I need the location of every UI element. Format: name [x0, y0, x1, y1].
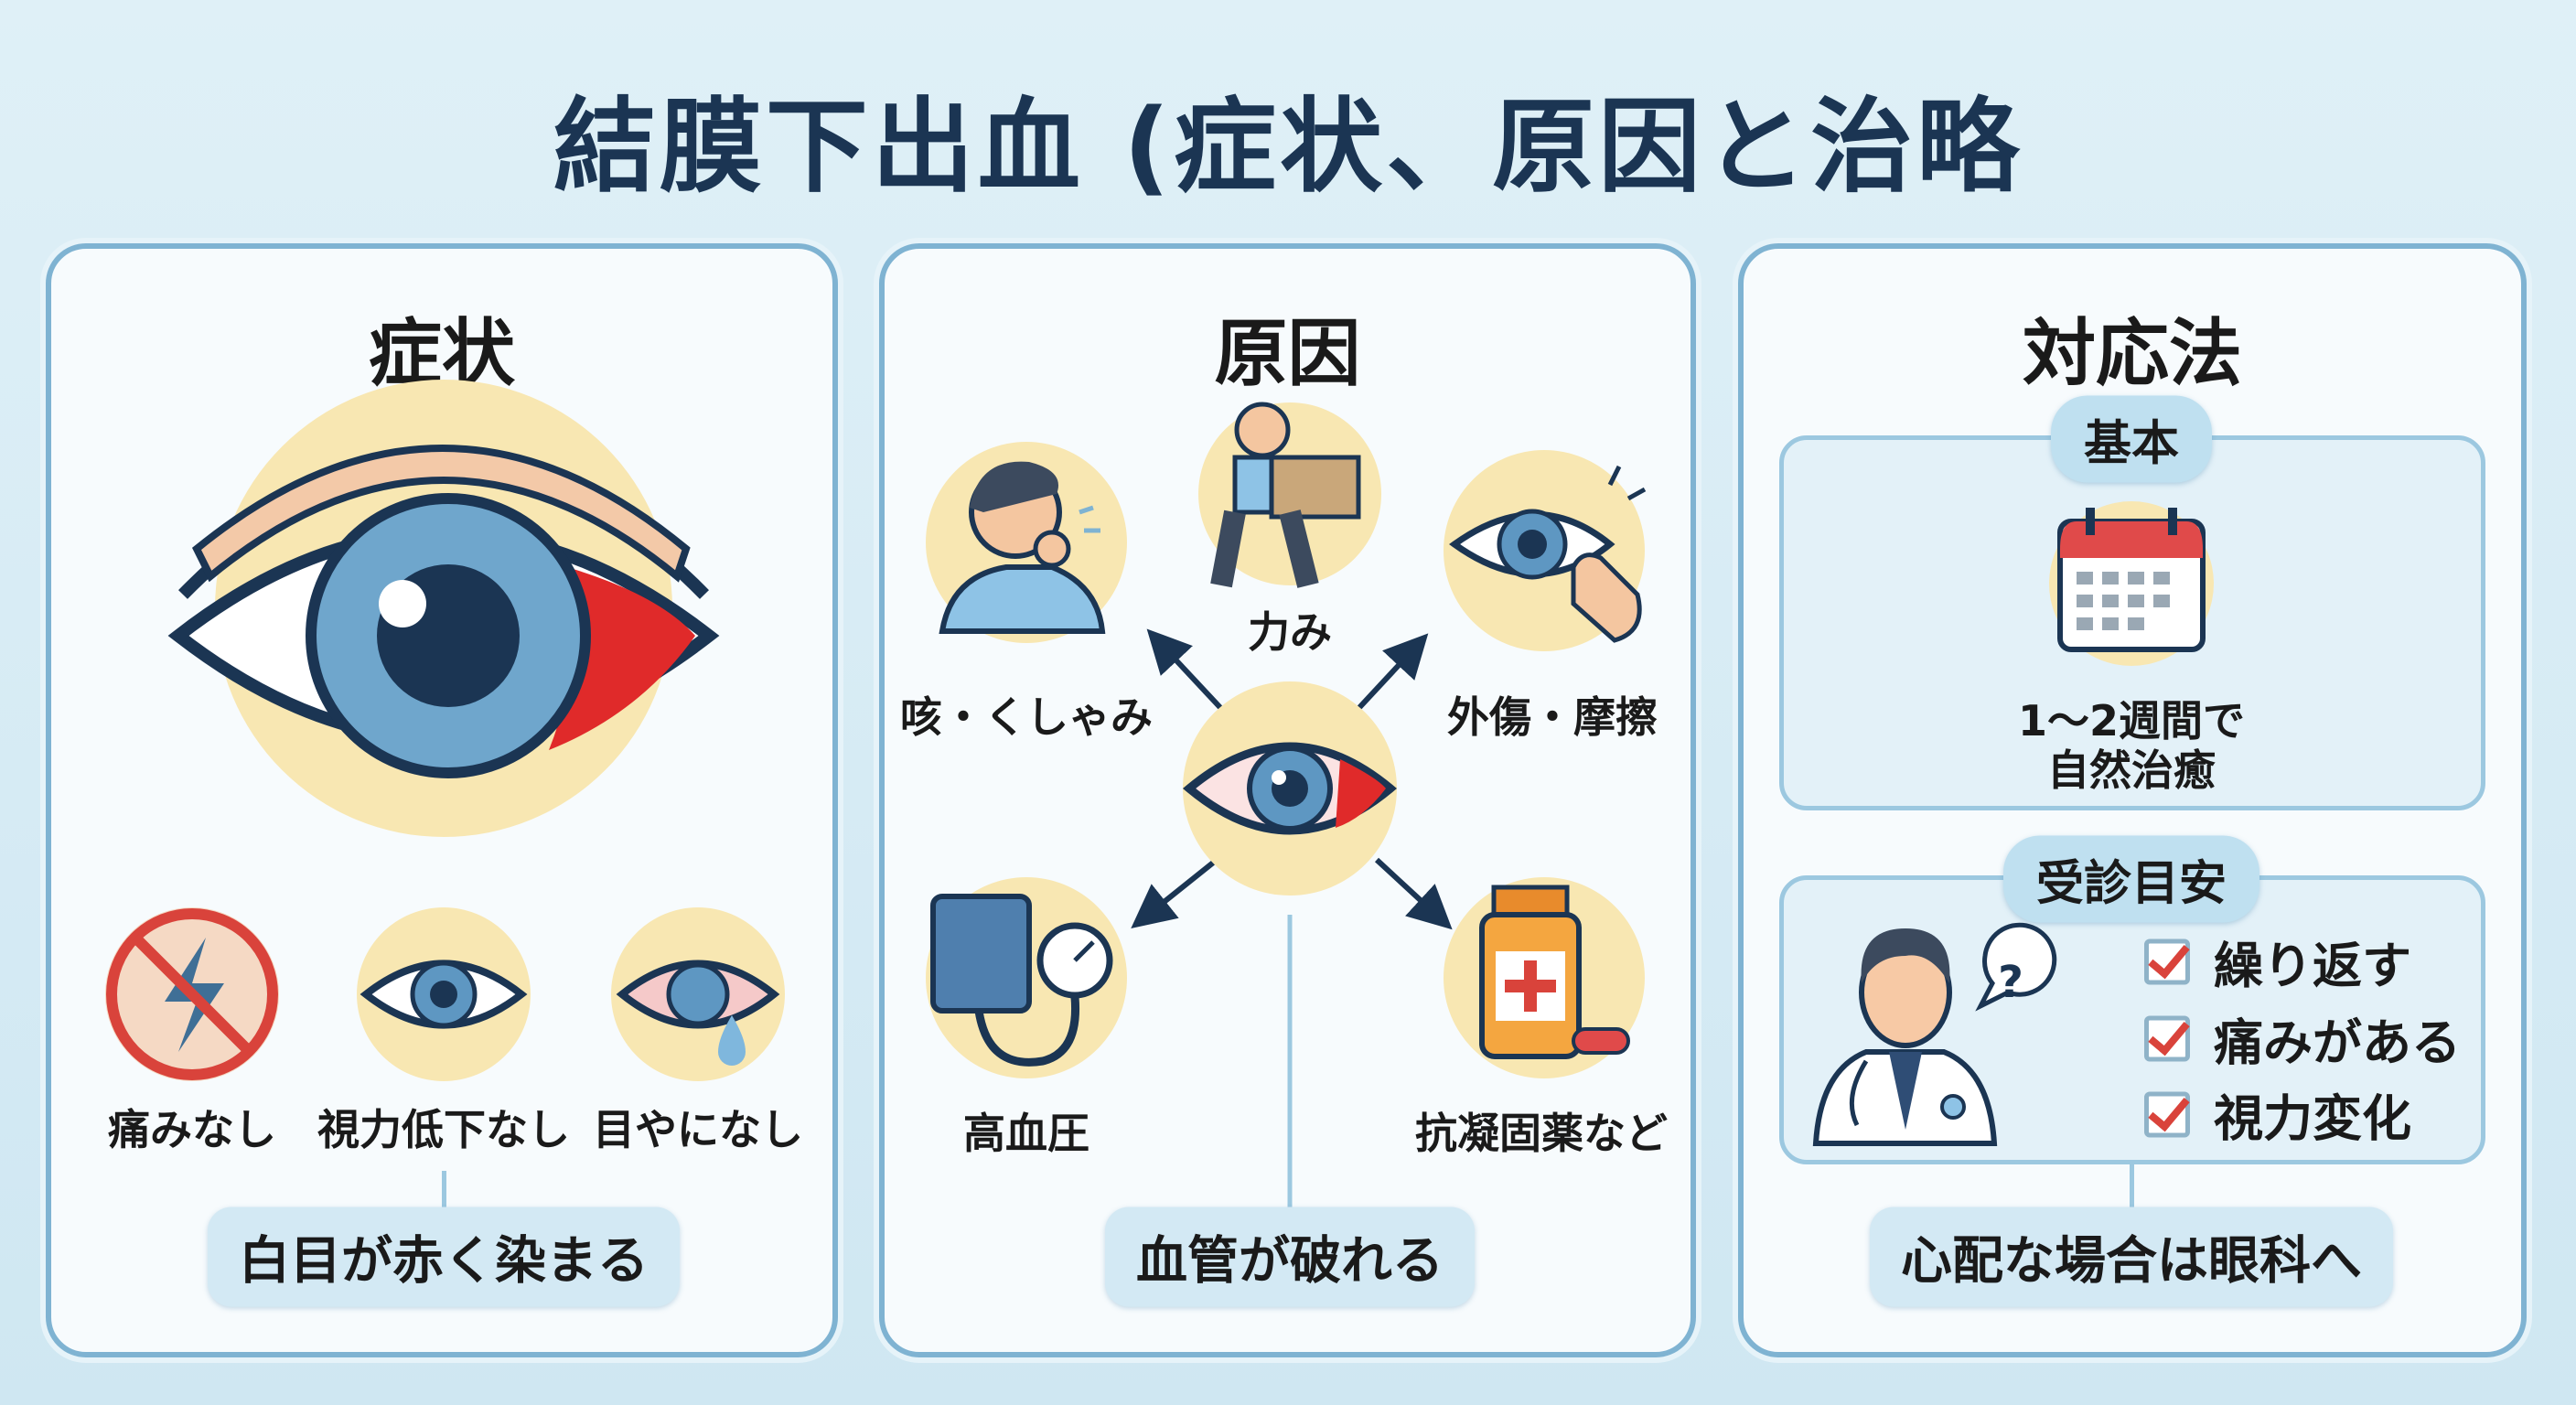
cause-anticoagulant: 抗凝固薬など	[1415, 1109, 1668, 1158]
teary-eye-icon	[616, 960, 780, 1066]
treatment-heading: 対応法	[2023, 311, 2242, 396]
checklist-label: 痛みがある	[2214, 1014, 2461, 1072]
treatment-summary: 心配な場合は眼科へ	[1870, 1207, 2393, 1307]
checkbox-checked-icon	[2144, 1015, 2190, 1061]
normal-eye-icon	[360, 960, 528, 1029]
connector-line	[2130, 1164, 2134, 1210]
rubbing-eye-icon	[1449, 465, 1647, 643]
cause-strain: 力み	[1248, 607, 1332, 657]
basic-text-line2: 自然治癒	[2047, 745, 2216, 795]
lifting-person-icon	[1210, 402, 1361, 588]
checkbox-checked-icon	[2144, 1091, 2190, 1137]
causes-heading: 原因	[1214, 311, 1361, 396]
causes-summary: 血管が破れる	[1105, 1207, 1475, 1307]
doctor-icon: ?	[1812, 922, 2057, 1146]
checklist-label: 繰り返す	[2214, 937, 2411, 995]
checklist-item: 視力変化	[2144, 1078, 2411, 1151]
checklist-item: 痛みがある	[2144, 1003, 2461, 1075]
medicine-bottle-icon	[1479, 885, 1630, 1059]
no-pain-icon	[106, 908, 278, 1080]
connector-line	[442, 1171, 446, 1212]
symptom-no-discharge: 目やになし	[593, 1105, 803, 1154]
symptom-no-pain: 痛みなし	[108, 1105, 276, 1154]
cause-trauma: 外傷・摩擦	[1447, 692, 1658, 742]
blood-pressure-monitor-icon	[930, 894, 1113, 1067]
checklist-label: 視力変化	[2214, 1089, 2411, 1148]
svg-text:?: ?	[1998, 957, 2023, 1008]
visit-criteria-badge: 受診目安	[2002, 835, 2260, 923]
basic-badge: 基本	[2050, 395, 2213, 483]
cause-hypertension: 高血圧	[963, 1109, 1089, 1158]
page-title: 結膜下出血 (症状、原因と治略	[553, 88, 2023, 207]
symptom-no-vision-loss: 視力低下なし	[317, 1105, 570, 1154]
checklist-item: 繰り返す	[2144, 926, 2411, 998]
checkbox-checked-icon	[2144, 938, 2190, 984]
cause-cough: 咳・くしゃみ	[900, 692, 1153, 742]
calendar-icon	[2057, 508, 2206, 652]
bloodshot-eye-icon	[1182, 742, 1398, 835]
red-eye-icon	[167, 445, 720, 778]
basic-text-line1: 1〜2週間で	[2017, 696, 2246, 745]
cause-arrows	[1131, 628, 1453, 1207]
symptoms-summary: 白目が赤く染まる	[208, 1207, 680, 1307]
coughing-person-icon	[939, 461, 1106, 634]
